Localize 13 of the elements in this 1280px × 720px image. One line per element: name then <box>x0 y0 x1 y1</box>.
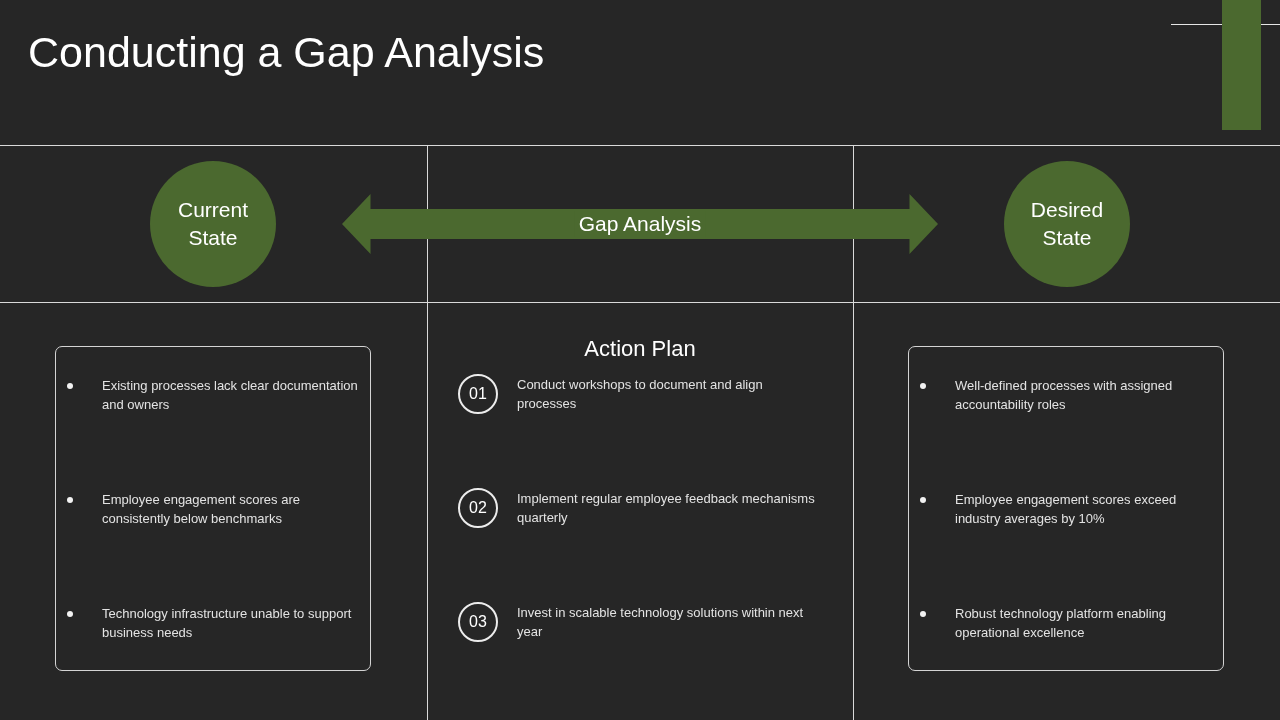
section-heading: Action Plan <box>583 335 697 363</box>
bullet-text: Employee engagement scores are consistently below benchmarks <box>102 491 301 528</box>
list-panel <box>55 346 371 671</box>
step-text: Implement regular employee feedback mechanisms quarterly <box>517 490 816 527</box>
list-panel <box>908 346 1224 671</box>
step-text: Conduct workshops to document and align processes <box>517 376 764 413</box>
bullet-text: Technology infrastructure unable to support business needs <box>102 605 353 642</box>
step-text: Invest in scalable technology solutions within next year <box>517 604 805 641</box>
slide-title: Conducting a Gap Analysis <box>28 27 545 78</box>
bullet-text: Existing processes lack clear documentation and owners <box>102 377 359 414</box>
bullet-text: Well-defined processes with assigned accountability roles <box>955 377 1174 414</box>
bullet-text: Robust technology platform enabling operational excellence <box>955 605 1168 642</box>
bullet-text: Employee engagement scores exceed industry averages by 10% <box>955 491 1178 528</box>
